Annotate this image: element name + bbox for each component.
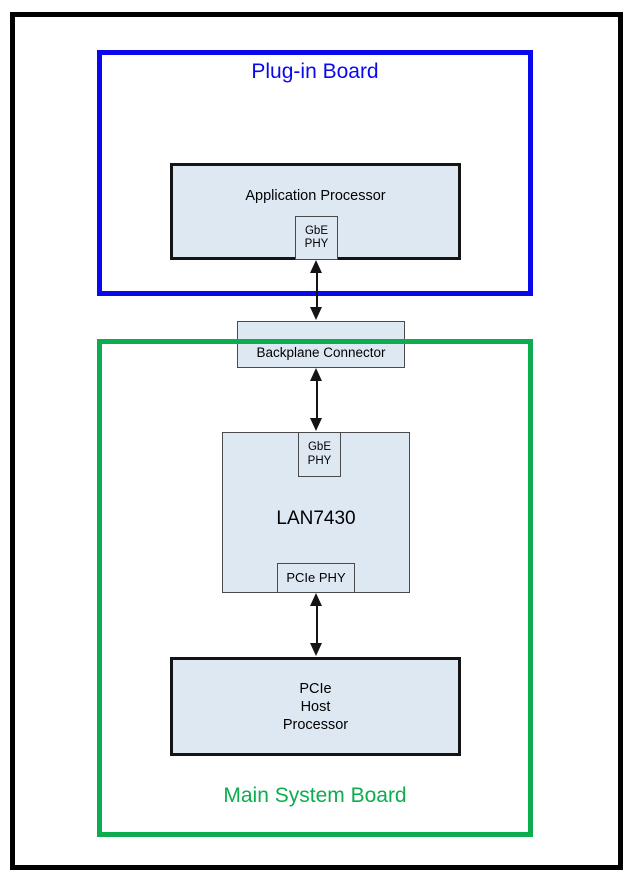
lan7430-pcie-phy-box: PCIe PHY — [277, 563, 355, 593]
application-processor-gbe-phy-box: GbE PHY — [295, 216, 338, 260]
arrowhead-up-icon — [310, 260, 322, 273]
backplane-connector-box: Backplane Connector — [237, 321, 405, 368]
arrow-shaft — [315, 601, 318, 648]
lan7430-gbe-phy-box: GbE PHY — [298, 432, 341, 477]
arrowhead-down-icon — [310, 307, 322, 320]
application-processor-label: Application Processor — [245, 188, 386, 204]
main-system-board-title: Main System Board — [223, 784, 407, 807]
arrowhead-up-icon — [310, 368, 322, 381]
plugin-board-title: Plug-in Board — [251, 60, 379, 83]
plugin-board-outline — [97, 50, 533, 296]
arrowhead-down-icon — [310, 418, 322, 431]
arrow-backplane-to-lan7430 — [310, 368, 323, 431]
arrow-lan7430-to-host — [310, 593, 323, 656]
arrow-app-to-backplane — [310, 260, 323, 320]
arrow-shaft — [315, 376, 318, 423]
arrowhead-down-icon — [310, 643, 322, 656]
pcie-host-processor-box: PCIe Host Processor — [170, 657, 461, 756]
arrow-shaft — [315, 268, 318, 312]
outer-frame — [10, 12, 623, 870]
lan7430-label: LAN7430 — [276, 508, 356, 529]
arrowhead-up-icon — [310, 593, 322, 606]
